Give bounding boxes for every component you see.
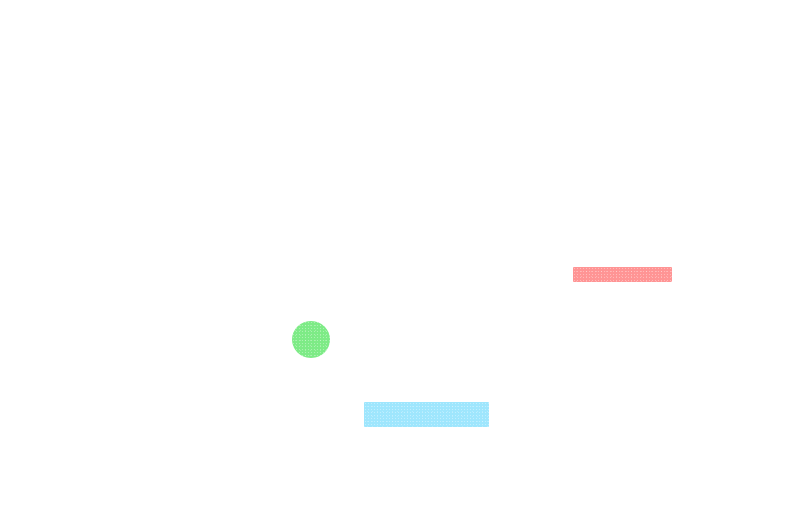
blue-paddle[interactable] [364,402,489,427]
red-bar [573,267,672,282]
green-ball [292,321,330,358]
